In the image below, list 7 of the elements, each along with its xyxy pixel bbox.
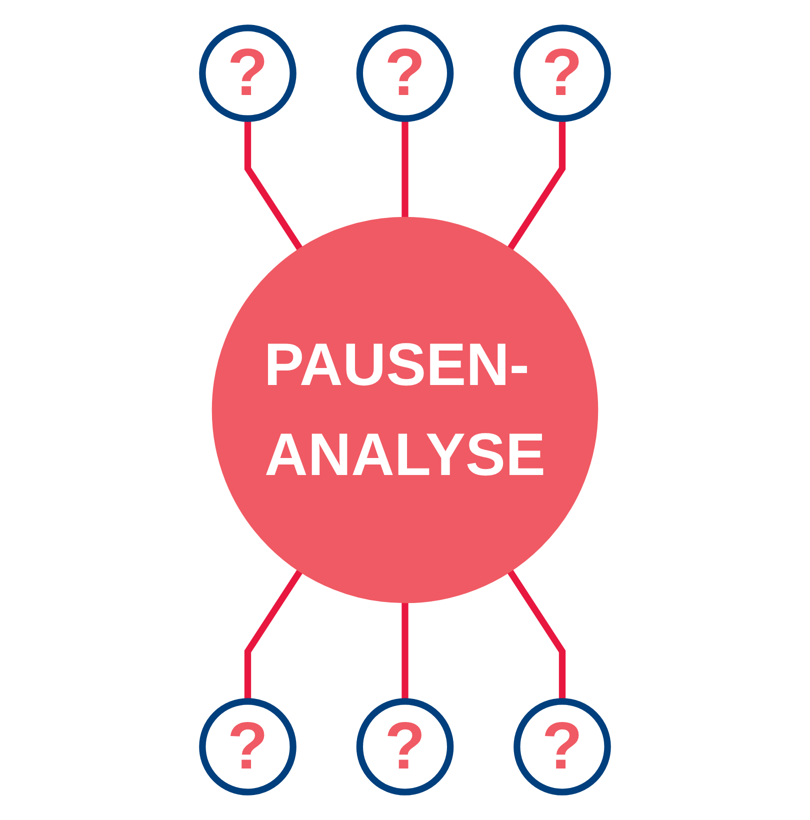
node-circle: ? — [356, 24, 454, 122]
node-circle: ? — [199, 24, 296, 122]
node-circle: ? — [514, 698, 611, 796]
node-circle: ? — [199, 698, 296, 796]
node-circle: PAUSEN- ANALYSE — [212, 216, 598, 604]
node-circle: ? — [514, 24, 611, 122]
node-circle: ? — [356, 698, 454, 796]
